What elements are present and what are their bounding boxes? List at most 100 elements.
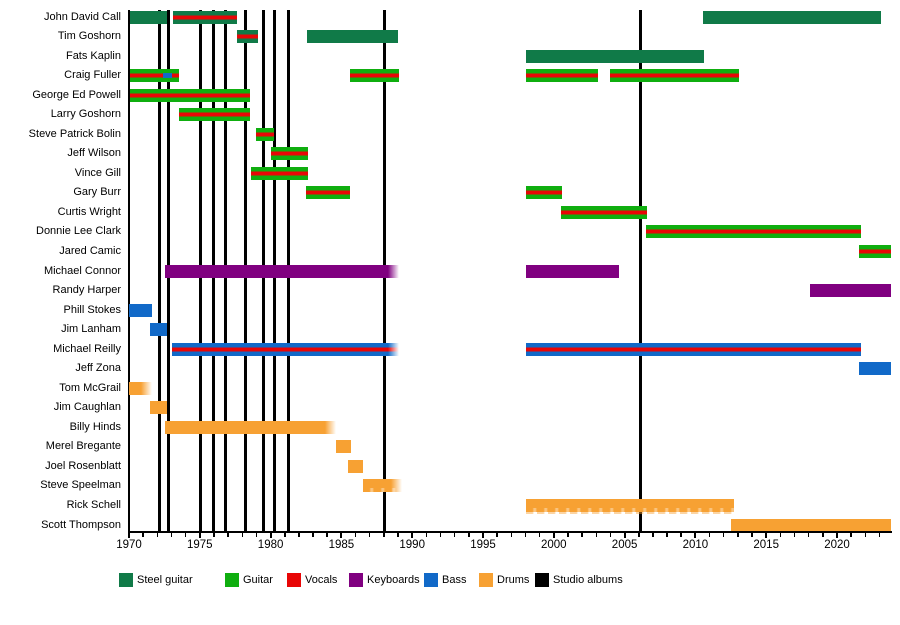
major-tick [269,532,272,538]
session-pattern-overlay [526,508,734,512]
member-name-label: Donnie Lee Clark [36,225,121,238]
member-name-label: Tom McGrail [59,381,121,394]
member-name-label: Steve Patrick Bolin [28,127,121,140]
member-name-label: Vince Gill [74,166,121,179]
member-tenure-bar [526,264,619,278]
y-axis-line [127,10,130,531]
member-name-label: Jeff Zona [75,362,121,375]
x-axis-tick-label: 2020 [824,539,850,551]
minor-tick [595,532,598,537]
minor-tick [510,532,513,537]
minor-tick [581,532,583,537]
minor-tick [312,532,314,537]
minor-tick [538,532,541,537]
minor-tick [524,532,527,537]
minor-tick [142,532,144,537]
member-name-label: Phill Stokes [63,303,121,316]
bass-segment-overlay [162,73,173,79]
member-tenure-bar [129,88,251,102]
minor-tick [170,532,173,537]
member-tenure-bar [526,499,734,514]
member-tenure-bar [165,264,400,278]
member-tenure-bar [179,108,251,122]
minor-tick [850,532,852,537]
x-axis-tick-label: 1975 [187,539,213,551]
member-tenure-bar [610,69,739,83]
member-tenure-bar [362,479,402,495]
legend-swatch-guitar [225,573,239,587]
member-tenure-bar [858,362,891,376]
member-tenure-bar [526,342,862,356]
minor-tick [722,532,725,537]
member-name-label: Jim Lanham [61,323,121,336]
member-tenure-bar [150,323,168,337]
member-tenure-bar [526,69,599,83]
member-tenure-bar [730,518,891,532]
major-tick [482,532,484,538]
member-name-label: Billy Hinds [69,420,121,433]
member-name-label: Jeff Wilson [67,147,121,160]
minor-tick [284,532,286,537]
member-tenure-bar [645,225,862,239]
member-name-label: Jared Camic [59,244,121,257]
member-tenure-bar [255,127,275,141]
studio-album-line [157,10,161,531]
x-axis-tick-label: 2000 [541,539,567,551]
minor-tick [213,532,215,537]
member-name-label: George Ed Powell [32,88,121,101]
minor-tick [184,532,187,537]
legend-swatch-drums [479,573,493,587]
x-axis-tick-label: 1970 [116,539,142,551]
major-tick [836,532,838,538]
member-tenure-bar [560,205,648,219]
legend-swatch-bass [424,573,438,587]
minor-tick [255,532,258,537]
legend-item-keyboards: Keyboards [349,573,449,589]
member-name-label: Fats Kaplin [65,49,121,62]
legend-label: Guitar [243,574,273,586]
minor-tick [439,532,442,537]
minor-tick [638,532,640,537]
minor-tick [397,532,399,537]
minor-tick [680,532,682,537]
minor-tick [241,532,244,537]
minor-tick [453,532,456,537]
legend-swatch-steel [119,573,133,587]
member-name-label: Rick Schell [66,499,121,511]
legend-swatch-vocals [287,573,301,587]
minor-tick [567,532,569,537]
member-name-label: Curtis Wright [57,205,121,218]
x-axis-tick-label: 1980 [257,539,284,551]
minor-tick [737,532,739,537]
member-name-label: Merel Bregante [45,440,121,453]
member-tenure-bar [703,10,881,24]
session-pattern-bumps [526,512,734,514]
member-tenure-bar [236,30,258,44]
member-name-label: Tim Goshorn [57,30,121,43]
x-axis-tick-label: 1985 [328,539,355,551]
member-tenure-bar [306,30,399,44]
minor-tick [609,532,612,537]
minor-tick [298,532,300,537]
legend-swatch-keyboards [349,573,363,587]
legend-item-guitar: Guitar [225,573,325,589]
minor-tick [368,532,371,537]
member-name-label: Michael Connor [43,264,121,277]
minor-tick [652,532,654,537]
member-tenure-bar [335,440,351,454]
major-tick [765,532,768,538]
member-tenure-bar [810,284,891,298]
member-name-label: Larry Goshorn [50,108,121,121]
member-tenure-bar [129,69,180,83]
minor-tick [666,532,668,537]
legend-item-vocals: Vocals [287,573,387,589]
legend-label: Studio albums [553,574,623,586]
minor-tick [326,532,328,537]
member-tenure-bar [526,49,704,63]
session-pattern-overlay [362,488,402,493]
member-tenure-bar [129,303,152,317]
major-tick [411,532,414,538]
member-tenure-bar [306,186,350,200]
member-name-label: Gary Burr [73,186,121,199]
